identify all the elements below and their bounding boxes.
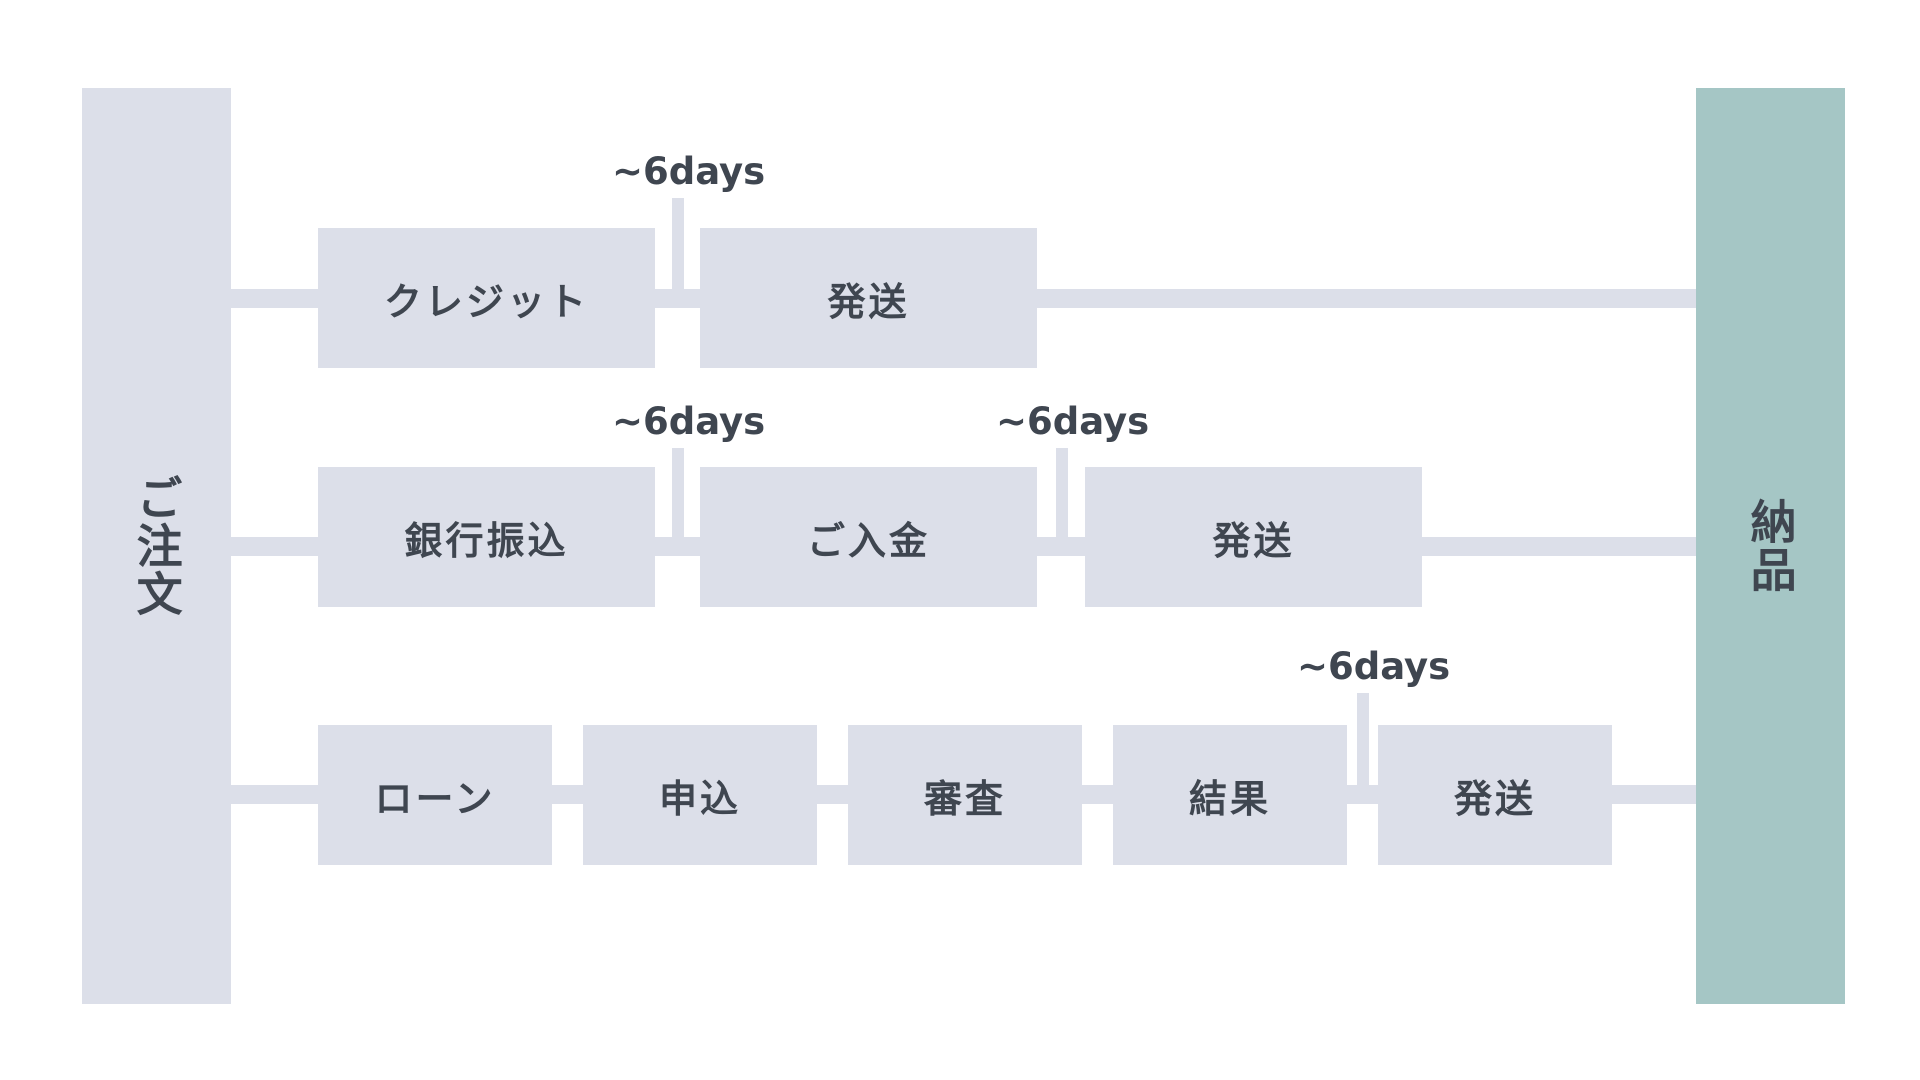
step-credit: クレジット	[318, 228, 655, 368]
step-bank-transfer: 銀行振込	[318, 467, 655, 607]
wait-marker	[672, 198, 684, 290]
step-loan-shipping-label: 発送	[1453, 776, 1536, 821]
step-application-label: 申込	[658, 776, 741, 821]
step-review-label: 審査	[923, 776, 1006, 821]
order-bar: ご注文	[82, 88, 231, 1004]
step-result: 結果	[1113, 725, 1347, 865]
wait-marker	[1357, 693, 1369, 786]
step-loan-shipping: 発送	[1378, 725, 1612, 865]
step-review: 審査	[848, 725, 1082, 865]
wait-marker	[672, 448, 684, 538]
step-credit-shipping-label: 発送	[827, 279, 910, 324]
wait-label: ~6days	[612, 400, 766, 443]
order-label: ご注文	[129, 474, 184, 618]
step-bank-transfer-label: 銀行振込	[404, 518, 569, 563]
wait-label: ~6days	[612, 150, 766, 193]
wait-label: ~6days	[1297, 645, 1451, 688]
step-loan: ローン	[318, 725, 552, 865]
step-result-label: 結果	[1188, 776, 1271, 821]
step-bank-shipping: 発送	[1085, 467, 1422, 607]
step-loan-label: ローン	[374, 776, 496, 821]
wait-label: ~6days	[996, 400, 1150, 443]
step-payment-label: ご入金	[806, 518, 930, 563]
step-credit-label: クレジット	[383, 279, 589, 324]
delivery-bar: 納品	[1696, 88, 1845, 1004]
step-credit-shipping: 発送	[700, 228, 1037, 368]
delivery-label: 納品	[1743, 498, 1798, 594]
step-bank-shipping-label: 発送	[1212, 518, 1295, 563]
step-payment: ご入金	[700, 467, 1037, 607]
wait-marker	[1056, 448, 1068, 538]
step-application: 申込	[583, 725, 817, 865]
